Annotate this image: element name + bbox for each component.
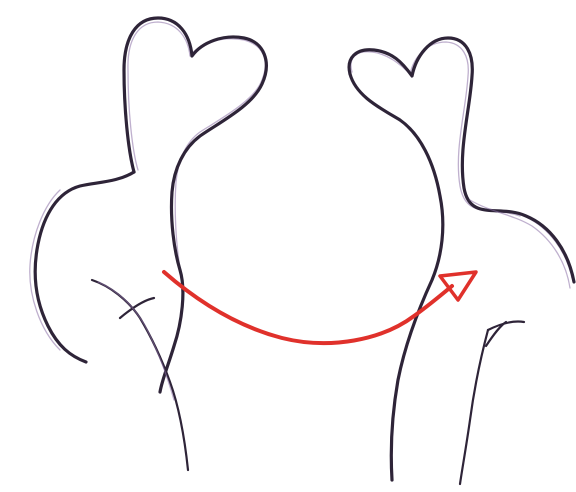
right-figure-outline [349,38,574,282]
left-figure-back-outline [35,172,134,362]
curved-arrow-shaft [164,272,452,343]
right-figure-hatch [351,42,520,216]
left-figure-hatch [128,22,265,268]
right-figure-sketch [349,38,574,484]
curved-arrow-head-icon [440,272,476,300]
right-figure-arm-line [460,330,488,484]
left-figure-arm-line [92,280,188,470]
right-figure-front-outline [350,74,443,480]
left-figure-outline [124,18,266,392]
left-figure-sketch [30,18,267,470]
